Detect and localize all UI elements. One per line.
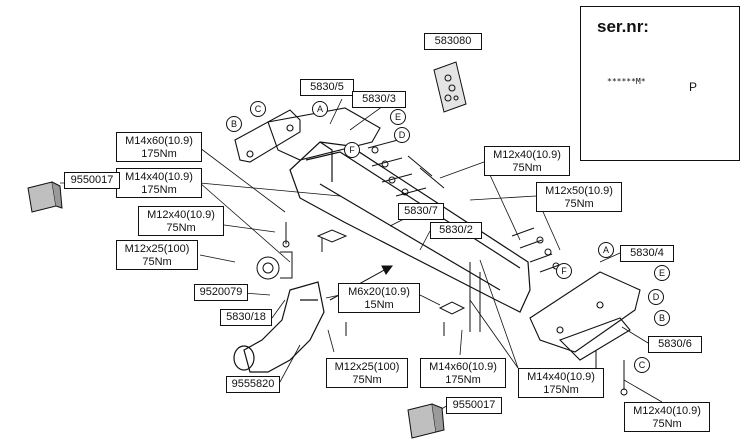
bolt-label-m12x40-right: M12x40(10.9)75Nm: [484, 146, 570, 176]
part-label-5830-3: 5830/3: [352, 91, 406, 108]
marker-right-e: E: [654, 265, 670, 281]
marker-right-d: D: [648, 289, 664, 305]
part-label-5830-2: 5830/2: [430, 222, 482, 239]
part-label-5830-6: 5830/6: [648, 336, 702, 353]
marker-left-c: C: [250, 101, 266, 117]
serial-plate-letter: P: [689, 80, 698, 94]
serial-plate-mask: ******M*: [607, 77, 646, 86]
part-label-9555820: 9555820: [226, 376, 280, 393]
bolt-label-m12x25-left: M12x25(100)75Nm: [116, 240, 198, 270]
bolt-label-m14x60-top: M14x60(10.9)175Nm: [116, 132, 202, 162]
marker-left-f: F: [344, 142, 360, 158]
marker-left-e: E: [390, 109, 406, 125]
vertical-bolts: [282, 222, 628, 396]
socket-plate: [256, 251, 293, 280]
bolt-label-m14x40-top: M14x40(10.9)175Nm: [116, 168, 202, 198]
part-label-9550017-left: 9550017: [64, 172, 120, 189]
marker-right-a: A: [598, 242, 614, 258]
ball-neck: [233, 281, 325, 373]
reflector-bottom: [407, 403, 445, 439]
marker-left-a: A: [312, 101, 328, 117]
small-plates: [316, 229, 466, 336]
marker-right-c: C: [634, 357, 650, 373]
left-bracket: [234, 107, 381, 163]
marker-right-b: B: [654, 310, 670, 326]
part-583080: [433, 61, 467, 113]
reflector-left: [27, 181, 63, 213]
bolt-label-m14x60-bottom: M14x60(10.9)175Nm: [420, 358, 506, 388]
bolt-label-m12x50: M12x50(10.9)75Nm: [536, 182, 622, 212]
part-label-9520079: 9520079: [194, 284, 248, 301]
bolt-label-m12x40-bottomright: M12x40(10.9)75Nm: [624, 402, 710, 432]
part-label-9550017-bottom: 9550017: [446, 397, 502, 414]
serial-number-panel: ser.nr: ******M* P: [580, 6, 740, 161]
right-bracket: [529, 271, 641, 361]
part-label-5830-4: 5830/4: [620, 245, 674, 262]
serial-title: ser.nr:: [597, 17, 649, 36]
marker-left-b: B: [226, 116, 242, 132]
part-label-583080: 583080: [424, 33, 482, 50]
bolt-label-m6x20: M6x20(10.9)15Nm: [338, 283, 420, 313]
marker-left-d: D: [394, 127, 410, 143]
bolt-label-m12x40-left: M12x40(10.9)75Nm: [138, 206, 224, 236]
part-label-5830-18: 5830/18: [220, 309, 272, 326]
part-label-5830-7: 5830/7: [398, 203, 444, 220]
part-label-5830-5: 5830/5: [300, 79, 354, 96]
bolt-label-m12x25-bottom: M12x25(100)75Nm: [326, 358, 408, 388]
bolt-label-m14x40-bottom: M14x40(10.9)175Nm: [518, 368, 604, 398]
marker-right-f: F: [556, 263, 572, 279]
bolts-left: [367, 139, 445, 197]
